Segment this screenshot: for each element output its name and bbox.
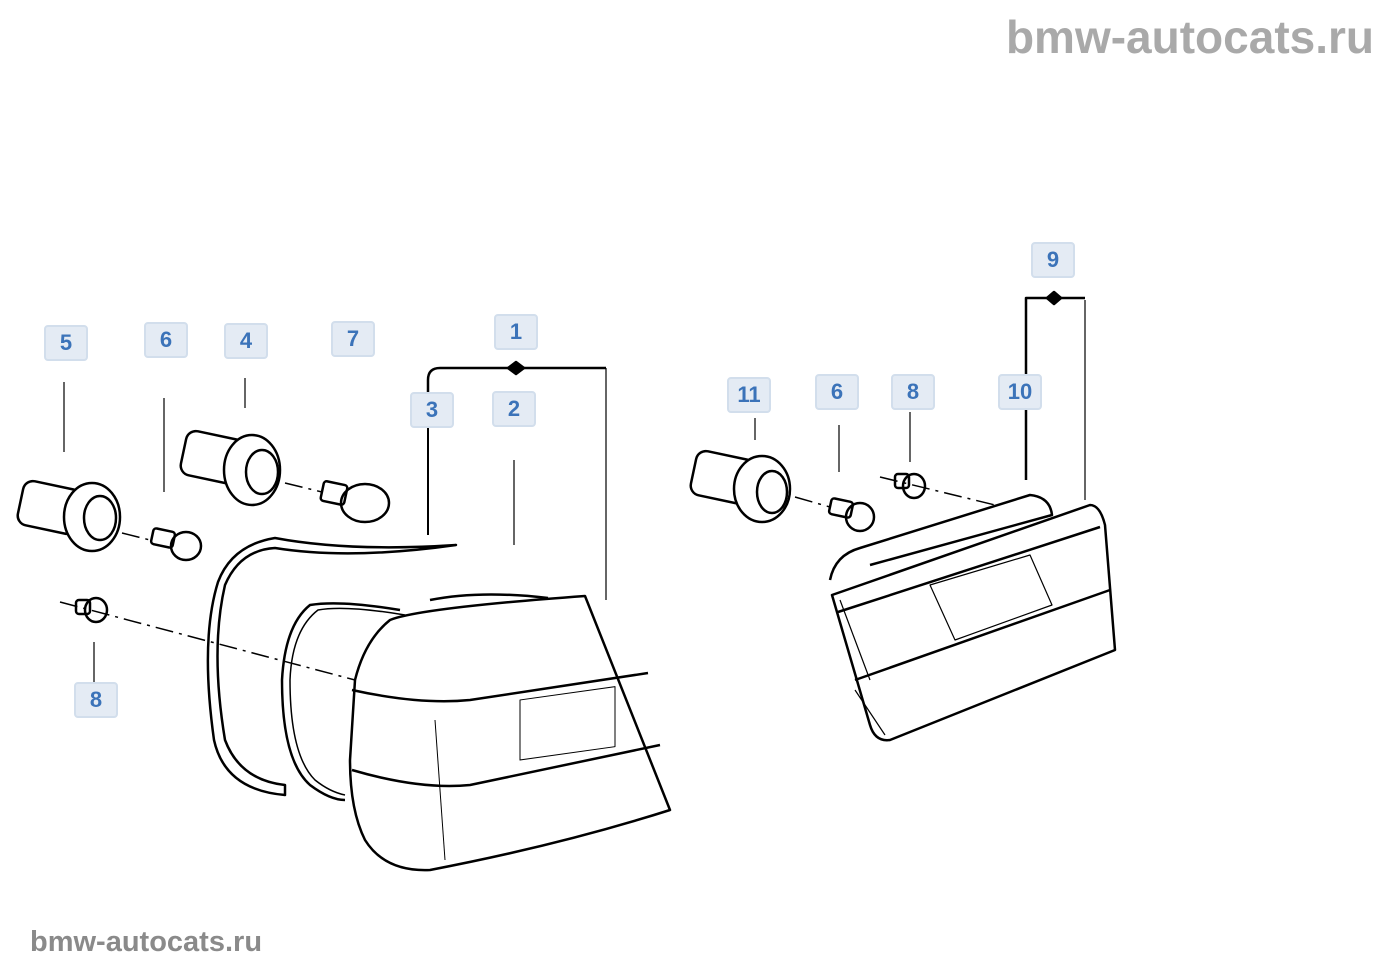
bulb-socket-5 — [16, 479, 122, 553]
callout-1[interactable]: 1 — [494, 314, 538, 350]
lamp-gasket-left — [280, 602, 406, 802]
tail-lamp-right — [828, 493, 1117, 742]
callout-5[interactable]: 5 — [44, 325, 88, 361]
bulb-6-left — [149, 527, 203, 562]
assembly-axes — [59, 476, 996, 681]
bracket-9 — [1024, 296, 1085, 480]
callout-9[interactable]: 9 — [1031, 242, 1075, 278]
bulb-7 — [319, 480, 391, 524]
leader-lines — [63, 300, 1086, 682]
clip-8-left — [74, 596, 109, 624]
callout-6[interactable]: 6 — [144, 322, 188, 358]
gasket-3 — [206, 536, 458, 797]
watermark-top: bmw-autocats.ru — [1005, 11, 1374, 63]
callout-8[interactable]: 8 — [74, 682, 118, 718]
watermark-bottom: bmw-autocats.ru — [30, 926, 263, 958]
callout-8-right[interactable]: 8 — [891, 374, 935, 410]
bulb-socket-4 — [179, 429, 282, 507]
callout-3[interactable]: 3 — [410, 392, 454, 428]
callout-11[interactable]: 11 — [727, 377, 771, 413]
bulb-6-right — [827, 497, 876, 533]
callout-4[interactable]: 4 — [224, 323, 268, 359]
bracket-1 — [426, 366, 606, 428]
callout-10[interactable]: 10 — [998, 374, 1042, 410]
callout-7[interactable]: 7 — [331, 321, 375, 357]
bulb-socket-11 — [689, 449, 792, 524]
callout-2[interactable]: 2 — [492, 391, 536, 427]
clip-8-right — [893, 472, 927, 500]
tail-lamp-left — [348, 593, 672, 872]
callout-6-right[interactable]: 6 — [815, 374, 859, 410]
